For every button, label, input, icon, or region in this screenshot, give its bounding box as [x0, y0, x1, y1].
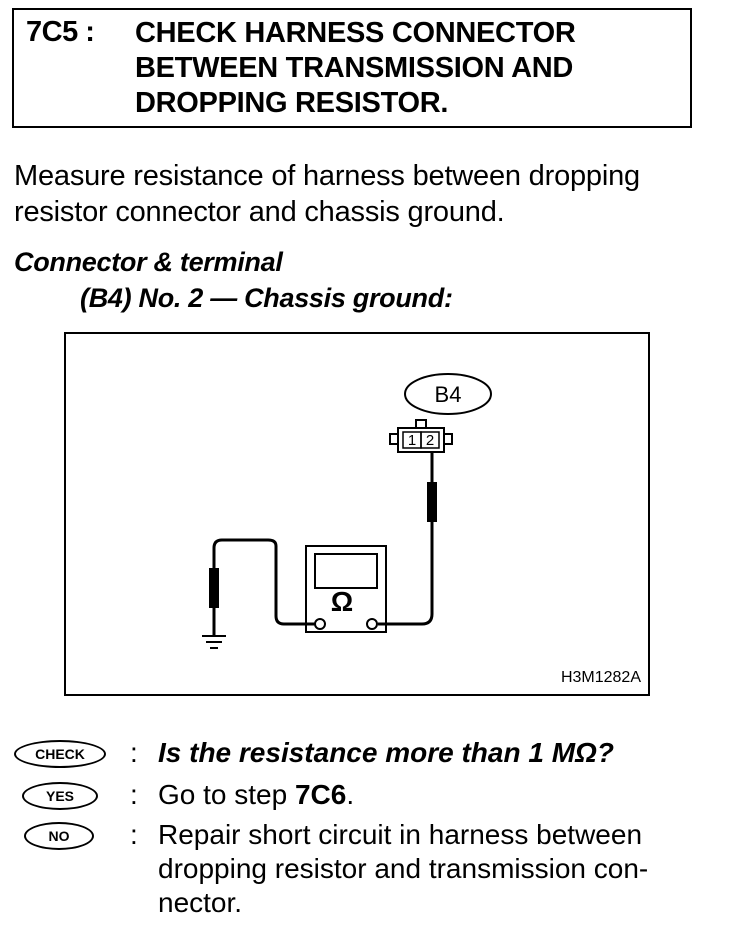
no-answer-line: Repair short circuit in harness between [158, 819, 643, 850]
check-question: Is the resistance more than 1 MΩ? [158, 737, 614, 768]
no-badge: NO [24, 822, 94, 850]
connector-side-tab [443, 433, 453, 445]
check-colon: : [130, 737, 138, 768]
spec-detail: (B4) No. 2 — Chassis ground: [80, 283, 453, 313]
pin-number: 2 [425, 432, 435, 449]
connector-side-tab [389, 433, 399, 445]
step-header-box: 7C5 : CHECK HARNESS CONNECTOR BETWEEN TR… [12, 8, 692, 128]
connector-spec: Connector & terminal (B4) No. 2 — Chassi… [14, 244, 453, 316]
no-answer-line: nector. [158, 887, 243, 918]
step-title-line: BETWEEN TRANSMISSION AND [135, 52, 574, 84]
probe-lead [378, 522, 434, 626]
instruction-text: Measure resistance of harness between dr… [14, 158, 640, 230]
connector-label: B4 [434, 382, 462, 407]
step-title-line: CHECK HARNESS CONNECTOR [135, 17, 576, 49]
figure-code: H3M1282A [560, 669, 641, 686]
wiring-figure: B4 1 2 Ω H3M1282A [64, 332, 650, 696]
yes-step-link: 7C6 [294, 779, 347, 810]
spec-heading: Connector & terminal [14, 247, 283, 277]
yes-answer: Go to step 7C6. [158, 778, 354, 812]
yes-prefix: Go to step [158, 779, 295, 810]
ohm-symbol: Ω [330, 586, 354, 617]
step-title-line: DROPPING RESISTOR. [135, 87, 449, 119]
wiring-diagram [202, 373, 492, 649]
yes-badge: YES [22, 782, 98, 810]
probe-handle [209, 568, 219, 608]
instruction-line: resistor connector and chassis ground. [14, 196, 505, 228]
no-answer-line: dropping resistor and transmission con- [158, 853, 649, 884]
connector-label-ellipse [404, 373, 492, 415]
connector-pin-cell [420, 431, 440, 449]
check-badge: CHECK [14, 740, 106, 768]
step-title: CHECK HARNESS CONNECTOR BETWEEN TRANSMIS… [135, 16, 576, 121]
ohmmeter-terminal [314, 618, 326, 630]
connector-latch [415, 419, 427, 429]
ohmmeter-display [314, 553, 378, 589]
instruction-line: Measure resistance of harness between dr… [14, 160, 640, 192]
ohmmeter-terminal [366, 618, 378, 630]
no-colon: : [130, 819, 138, 850]
no-answer: Repair short circuit in harness between … [158, 818, 648, 920]
pin-number: 1 [407, 432, 417, 449]
yes-suffix: . [346, 779, 355, 810]
yes-colon: : [130, 779, 138, 810]
step-id: 7C5 : [26, 16, 95, 48]
probe-lead [212, 538, 315, 626]
probe-handle [427, 482, 437, 522]
ohmmeter-body [305, 545, 387, 633]
